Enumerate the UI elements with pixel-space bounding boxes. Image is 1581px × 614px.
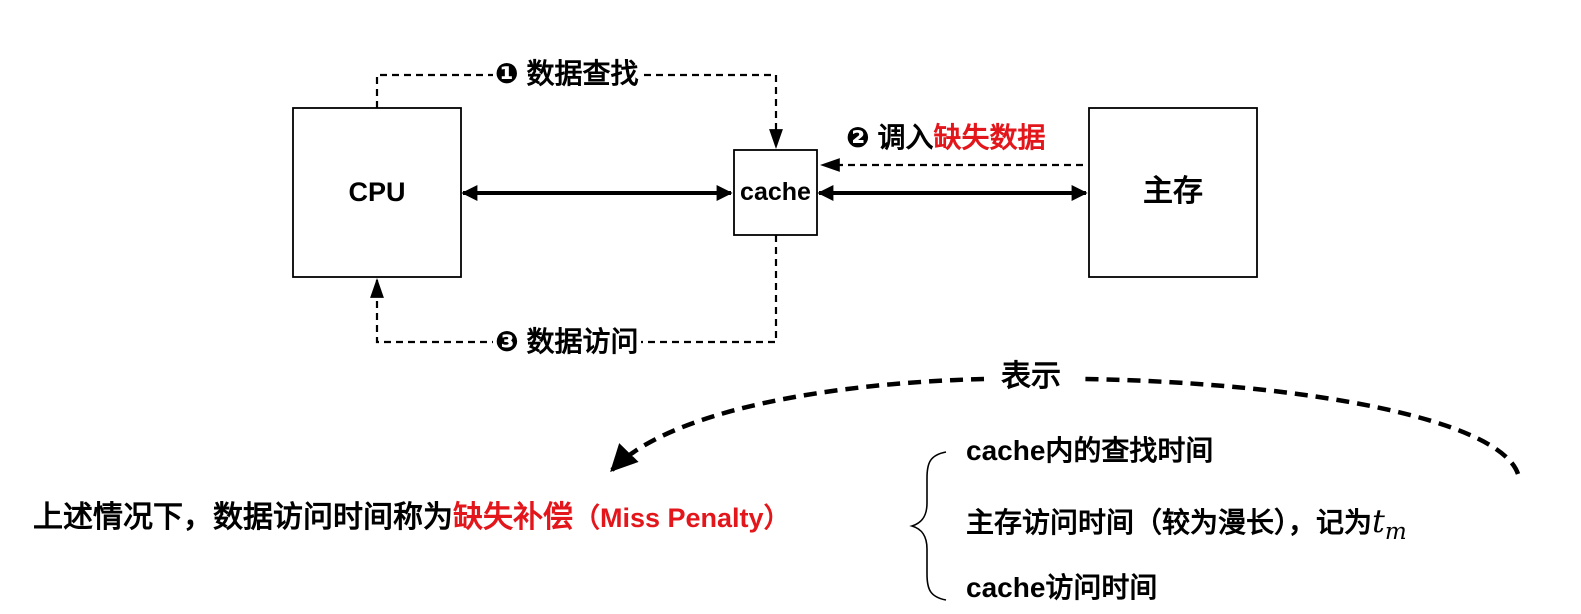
step-load-label: ❷ 调入缺失数据 bbox=[844, 124, 1048, 152]
tm-symbol: tm bbox=[1372, 502, 1407, 545]
cache-label: cache bbox=[740, 178, 811, 206]
miss-penalty-statement: 上述情况下，数据访问时间称为缺失补偿（Miss Penalty） bbox=[33, 503, 791, 533]
cache-box bbox=[733, 149, 818, 236]
step-access-text: 数据访问 bbox=[526, 326, 639, 357]
represents-label: 表示 bbox=[1001, 360, 1061, 393]
component-memory-access-time: 主存访问时间（较为漫长），记为tm bbox=[966, 505, 1407, 544]
component-lookup-time: cache内的查找时间 bbox=[966, 435, 1214, 466]
represents-dashed-curve bbox=[612, 376, 1521, 474]
cpu-label: CPU bbox=[348, 177, 406, 207]
step-load-highlight: 缺失数据 bbox=[933, 122, 1046, 153]
main-memory-box bbox=[1088, 107, 1258, 278]
step-load-marker: ❷ bbox=[846, 122, 870, 153]
step-access-label: ❸ 数据访问 bbox=[493, 328, 641, 356]
step-lookup-label: ❶ 数据查找 bbox=[493, 60, 641, 88]
statement-highlight: 缺失补偿 bbox=[453, 501, 573, 534]
step-lookup-text: 数据查找 bbox=[526, 58, 639, 89]
step-access-marker: ❸ bbox=[495, 326, 519, 357]
curly-brace bbox=[909, 451, 947, 601]
step-load-text: 调入 bbox=[877, 122, 934, 153]
memory-access-text: 主存访问时间（较为漫长），记为 bbox=[966, 507, 1373, 538]
step-lookup-marker: ❶ bbox=[495, 58, 519, 89]
component-cache-access-time: cache访问时间 bbox=[966, 572, 1158, 603]
statement-suffix: （Miss Penalty） bbox=[573, 503, 791, 533]
main-memory-label: 主存 bbox=[1143, 175, 1203, 208]
cpu-box bbox=[292, 107, 462, 278]
statement-prefix: 上述情况下，数据访问时间称为 bbox=[33, 501, 453, 534]
